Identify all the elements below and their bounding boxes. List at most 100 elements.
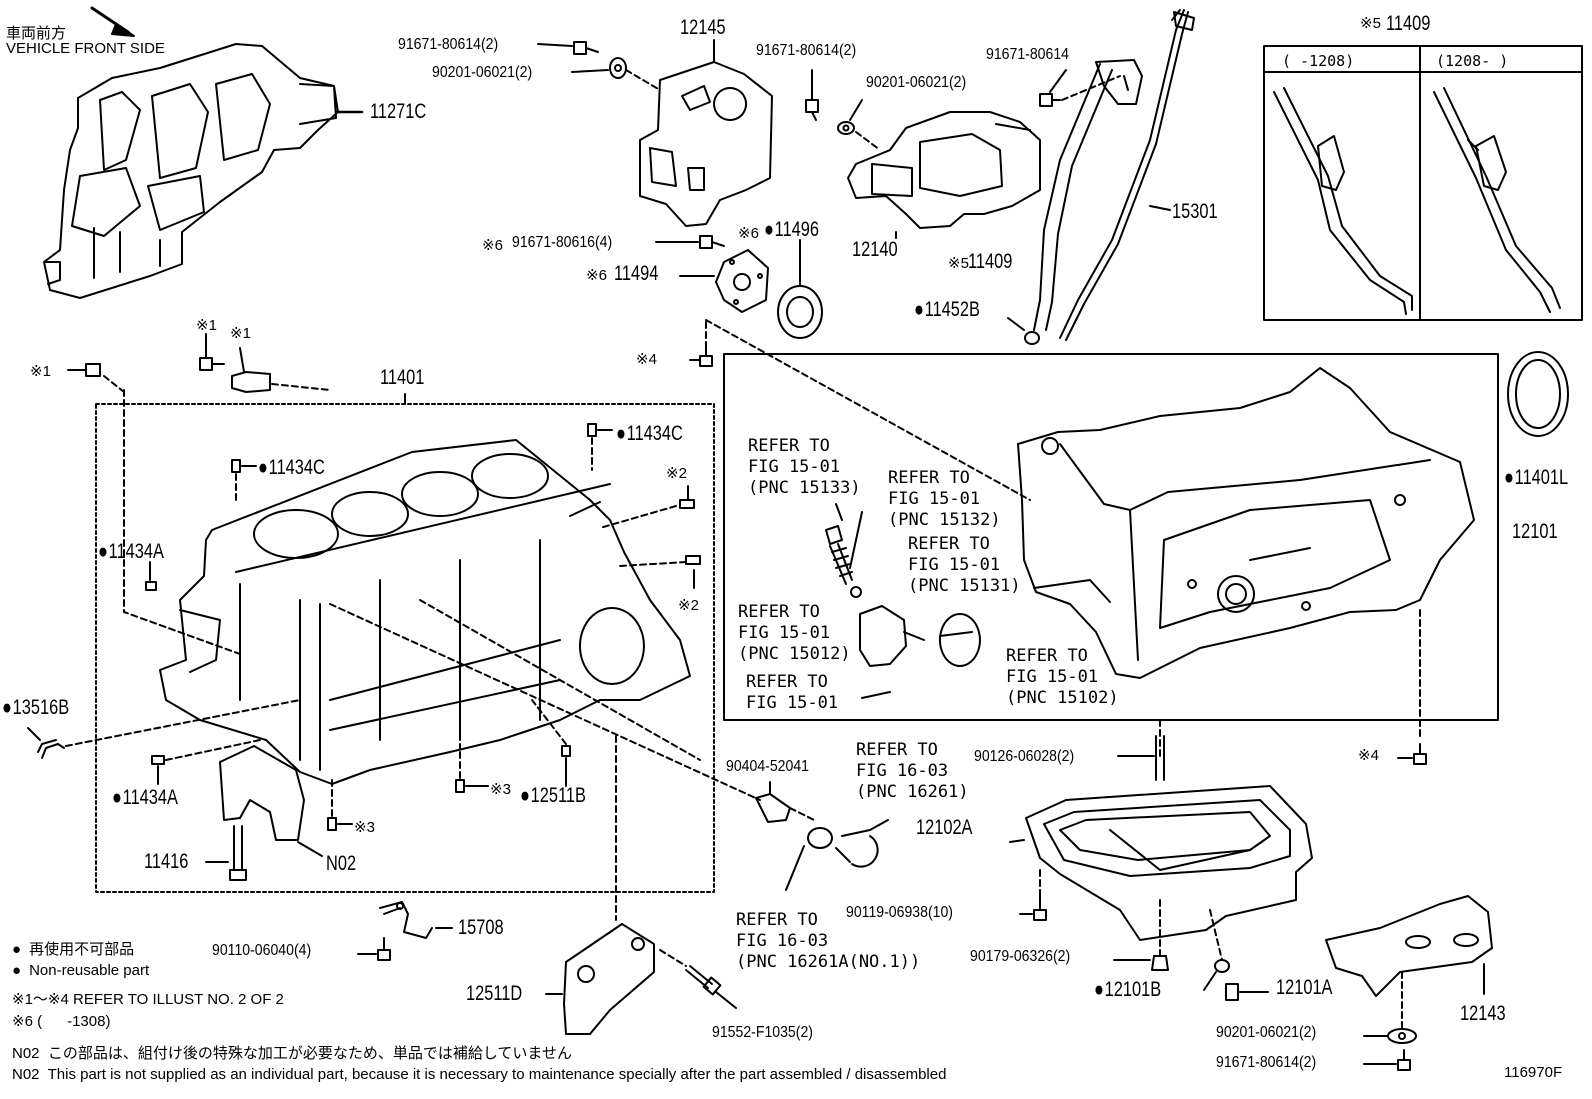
cylinder-block-11401 xyxy=(159,439,691,785)
bolt-91552-icon xyxy=(659,949,737,1009)
part-90201-06021-b[interactable]: 90201-06021(2) xyxy=(866,74,967,91)
part-13516b[interactable]: 13516B xyxy=(2,696,69,720)
sensor-icon xyxy=(199,333,331,393)
pin-m3a-icon xyxy=(455,743,489,793)
part-12140[interactable]: 12140 xyxy=(852,238,898,261)
part-12145[interactable]: 12145 xyxy=(680,16,726,39)
oil-pressure-switch-icon xyxy=(755,781,815,823)
bolt-91671-b-icon xyxy=(805,69,819,121)
partial-engine-block-11271c xyxy=(43,43,364,299)
refer-pnc-15133[interactable]: REFER TO FIG 15-01 (PNC 15133) xyxy=(748,436,861,498)
inset-11409-box xyxy=(1263,45,1583,321)
part-11434a-a[interactable]: 11434A xyxy=(98,540,164,564)
oil-pump-region-box xyxy=(723,353,1499,721)
part-91552-f1035[interactable]: 91552-F1035(2) xyxy=(712,1024,813,1041)
legend-nonreuse-jp-text: 再使用不可部品 xyxy=(29,941,135,958)
hose-clamp-icon xyxy=(785,819,889,891)
mark-1-c: ※1 xyxy=(30,363,51,380)
refer-pnc-15102[interactable]: REFER TO FIG 15-01 (PNC 15102) xyxy=(1006,646,1119,708)
part-15301[interactable]: 15301 xyxy=(1172,200,1218,223)
part-90201-06021-a[interactable]: 90201-06021(2) xyxy=(432,64,533,81)
part-12101b[interactable]: 12101B xyxy=(1094,978,1161,1002)
part-11452b[interactable]: 11452B xyxy=(914,298,980,322)
legend-note-6: ※6 ( -1308) xyxy=(12,1013,111,1030)
refer-fig-15-01[interactable]: REFER TO FIG 15-01 xyxy=(746,672,839,713)
n02-code: N02 xyxy=(12,1045,40,1062)
refer-pnc-15132[interactable]: REFER TO FIG 15-01 (PNC 15132) xyxy=(888,468,1001,530)
part-90201-06021-c[interactable]: 90201-06021(2) xyxy=(1216,1024,1317,1041)
refer-pnc-16261[interactable]: REFER TO FIG 16-03 (PNC 16261) xyxy=(856,740,969,802)
part-12511b[interactable]: 12511B xyxy=(520,784,586,808)
mark-6-11494: ※6 xyxy=(586,267,607,284)
legend-nonreuse-en: ●Non-reusable part xyxy=(12,962,149,979)
pin-11434c-a-icon xyxy=(231,459,257,501)
insulator-12143 xyxy=(1325,895,1493,997)
part-12101[interactable]: 12101 xyxy=(1512,520,1558,543)
pipe-15708-icon xyxy=(379,901,453,939)
bullet-icon: ● xyxy=(12,941,22,958)
bolt-m1a-icon xyxy=(67,363,125,393)
mark-6-11496: ※6 xyxy=(738,225,759,242)
part-11434c-b[interactable]: 11434C xyxy=(616,422,683,446)
stud-90126-icon xyxy=(1117,735,1165,781)
cover-12140 xyxy=(847,111,1041,239)
part-12511d[interactable]: 12511D xyxy=(466,982,523,1005)
part-11434a-b[interactable]: 11434A xyxy=(112,786,178,810)
plug-12101a-icon xyxy=(1225,983,1269,1001)
front-label-en: VEHICLE FRONT SIDE xyxy=(6,40,165,57)
inset-title[interactable]: 11409 xyxy=(1386,12,1431,35)
bolt-91671-c-icon xyxy=(1039,69,1121,107)
washer-90201-a-icon xyxy=(571,57,661,91)
washer-90201-b-icon xyxy=(837,99,881,151)
o-ring-11452b-icon xyxy=(1007,317,1040,345)
part-91671-80614-e[interactable]: 91671-80614(2) xyxy=(1216,1054,1317,1071)
part-12143[interactable]: 12143 xyxy=(1460,1002,1506,1025)
part-91671-80614-b[interactable]: 91671-80614(2) xyxy=(756,42,857,59)
mark-3-a: ※3 xyxy=(490,781,511,798)
part-11416[interactable]: 11416 xyxy=(144,850,189,873)
inset-mark: ※5 xyxy=(1360,15,1381,32)
inset-col-1: ( -1208) xyxy=(1282,52,1355,70)
tube-13516b-icon xyxy=(27,699,301,759)
part-12101a[interactable]: 12101A xyxy=(1276,976,1333,999)
part-11494[interactable]: 11494 xyxy=(614,262,659,285)
part-90179-06326[interactable]: 90179-06326(2) xyxy=(970,948,1071,965)
part-11271c[interactable]: 11271C xyxy=(370,100,427,123)
plate-11494 xyxy=(679,249,769,313)
part-11434c-a[interactable]: 11434C xyxy=(258,456,325,480)
mark-2-b: ※2 xyxy=(678,597,699,614)
part-91671-80614-c[interactable]: 91671-80614 xyxy=(986,46,1069,63)
part-15708[interactable]: 15708 xyxy=(458,916,504,939)
legend-nonreuse-jp: ● 再使用不可部品 xyxy=(12,938,134,959)
bolt-m4a-icon xyxy=(689,321,713,367)
relief-valve-parts xyxy=(825,503,981,699)
part-91671-80616[interactable]: 91671-80616(4) xyxy=(512,234,613,251)
part-90119-06938[interactable]: 90119-06938(10) xyxy=(846,904,953,921)
pin-12511b-icon xyxy=(531,699,571,787)
bolt-91671-d-icon xyxy=(655,235,725,249)
pin-11434a-b-icon xyxy=(151,739,261,785)
part-90126-06028[interactable]: 90126-06028(2) xyxy=(974,748,1075,765)
legend-refer-note: ※1～※4 REFER TO ILLUST NO. 2 OF 2 xyxy=(12,991,284,1008)
part-90404-52041[interactable]: 90404-52041 xyxy=(726,758,809,775)
part-11401[interactable]: 11401 xyxy=(380,366,425,389)
dipstick-15301 xyxy=(1059,9,1195,341)
part-11409[interactable]: 11409 xyxy=(968,250,1013,273)
mark-4-b: ※4 xyxy=(1358,747,1379,764)
part-11401l[interactable]: 11401L xyxy=(1504,466,1568,490)
mark-1-a: ※1 xyxy=(196,317,217,334)
mark-3-b: ※3 xyxy=(354,819,375,836)
guide-line-d xyxy=(329,603,761,801)
mark-4-a: ※4 xyxy=(636,351,657,368)
bullet-icon: ● xyxy=(12,962,22,979)
part-90110-06040[interactable]: 90110-06040(4) xyxy=(212,942,312,959)
part-91671-80614-a[interactable]: 91671-80614(2) xyxy=(398,36,499,53)
pin-m2b-icon xyxy=(619,555,701,589)
part-12102a[interactable]: 12102A xyxy=(916,816,973,839)
mark-1-b: ※1 xyxy=(230,325,251,342)
refer-pnc-15012[interactable]: REFER TO FIG 15-01 (PNC 15012) xyxy=(738,602,851,664)
refer-pnc-16261a[interactable]: REFER TO FIG 16-03 (PNC 16261A(NO.1)) xyxy=(736,910,921,972)
part-11496[interactable]: 11496 xyxy=(764,218,819,242)
refer-pnc-15131[interactable]: REFER TO FIG 15-01 (PNC 15131) xyxy=(908,534,1021,596)
